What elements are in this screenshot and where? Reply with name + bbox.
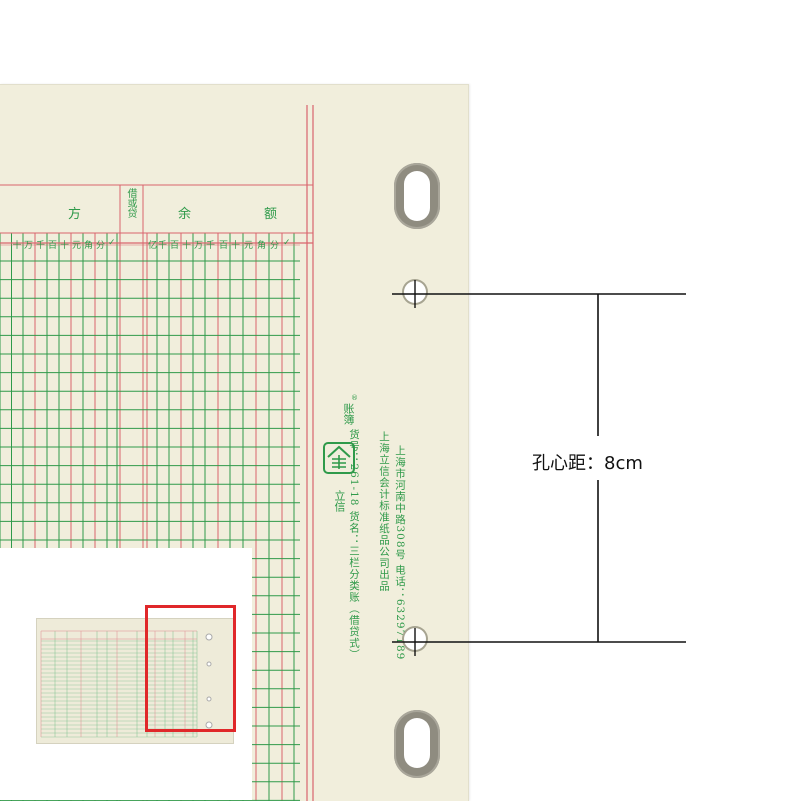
digit-label: 百 [48,241,58,251]
hole-distance-caption: 孔心距：8cm [528,449,647,475]
digit-label: 亿 [148,241,158,251]
digit-label: ✓ [283,238,291,248]
digit-label: 千 [158,241,168,251]
header-jie-huo-dai: 借或贷 [125,188,136,218]
digit-label: 万 [194,241,204,251]
digit-label: 百 [170,241,180,251]
inset-ledger-thumbnail [36,618,234,744]
punch-hole-bottom [404,628,426,650]
registered-mark: ® [351,394,358,402]
brand-left: 立信 [333,490,346,512]
digit-label: 分 [96,241,106,251]
digit-label: 角 [84,241,94,251]
digit-label: 十 [231,241,241,251]
punch-hole-top [404,281,426,303]
header-e: 额 [264,207,278,222]
digit-label: 十 [182,241,192,251]
lixin-logo-icon [323,442,355,474]
digit-label: 万 [24,241,34,251]
imprint-line2: 上海立信会计标准纸品公司出品 [378,431,390,592]
digit-label: 千 [36,241,46,251]
digit-label: 千 [206,241,216,251]
digit-label: 百 [219,241,229,251]
header-yu: 余 [178,207,192,222]
digit-label: 十 [60,241,70,251]
digit-label: 元 [244,241,254,251]
imprint-line3: 上海市河南中路308号 电话：63297189 [394,445,406,661]
brand-right: 账簿 [342,403,355,425]
digit-label: ✓ [108,238,116,248]
imprint-line1: 货号：261-18 货名：三栏分类账（借贷式） [348,429,360,661]
digit-label: 分 [270,241,280,251]
highlight-box [145,605,236,732]
digit-label: 元 [72,241,82,251]
header-fang: 方 [68,207,82,222]
digit-label: 十 [12,241,22,251]
binder-slot-bottom [394,710,440,778]
binder-slot-top [394,163,440,229]
digit-label: 角 [257,241,267,251]
